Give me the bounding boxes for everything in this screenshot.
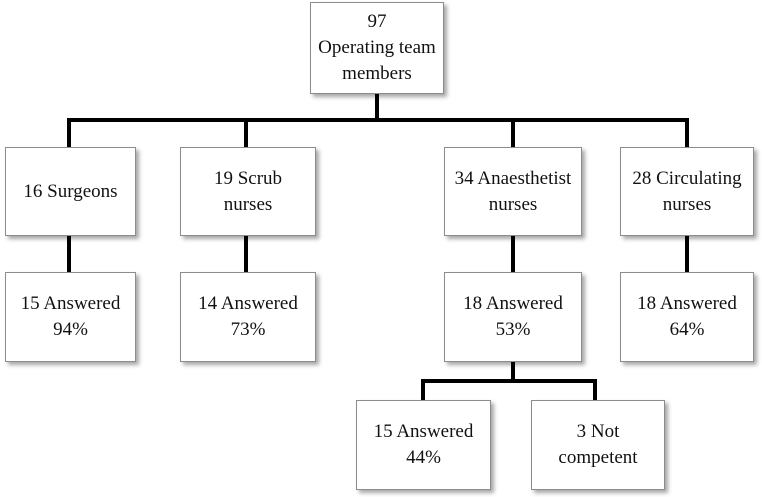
root-label-line1: Operating team xyxy=(318,37,436,58)
answered-box-scrub-nurses: 14 Answered 73% xyxy=(180,272,316,362)
sub-box-answered: 15 Answered 44% xyxy=(356,400,491,490)
answered-count: 18 Answered xyxy=(463,293,563,314)
connector-scrub-up xyxy=(244,118,248,148)
root-label-line2: members xyxy=(342,63,412,84)
root-box: 97 Operating team members xyxy=(310,2,444,94)
answered-percent: 73% xyxy=(230,319,266,340)
sub-box-not-competent: 3 Not competent xyxy=(531,400,665,490)
connector-level3-bar xyxy=(421,379,597,383)
answered-count: 14 Answered xyxy=(198,293,298,314)
group-box-anaesthetist-nurses: 34 Anaesthetist nurses xyxy=(444,147,582,236)
group-label: 16 Surgeons xyxy=(23,180,118,202)
connector-level1-bar xyxy=(67,118,689,122)
answered-box-circulating-nurses: 18 Answered 64% xyxy=(620,272,754,362)
connector-answered-up xyxy=(421,379,425,401)
connector-circulating-down xyxy=(685,236,689,273)
connector-surgeons-down xyxy=(67,236,71,273)
connector-circulating-up xyxy=(685,118,689,148)
answered-box-anaesthetist-nurses: 18 Answered 53% xyxy=(444,272,582,362)
group-label: 19 Scrub xyxy=(213,167,283,189)
connector-anaesthetist-up xyxy=(511,118,515,148)
answered-percent: 53% xyxy=(495,319,531,340)
connector-root-down xyxy=(375,94,379,120)
sub-answered-count: 15 Answered xyxy=(373,421,474,442)
answered-count: 15 Answered xyxy=(20,293,121,314)
group-box-circulating-nurses: 28 Circulating nurses xyxy=(620,147,754,236)
group-box-surgeons: 16 Surgeons xyxy=(5,147,136,236)
not-competent-label: competent xyxy=(558,447,638,468)
group-label: 28 Circulating xyxy=(632,167,742,189)
group-box-scrub-nurses: 19 Scrub nurses xyxy=(180,147,316,236)
not-competent-count: 3 Not xyxy=(576,421,620,442)
answered-box-surgeons: 15 Answered 94% xyxy=(5,272,136,362)
connector-not-competent-up xyxy=(593,379,597,401)
connector-anaesthetist-answered-down xyxy=(511,362,515,382)
connector-anaesthetist-down xyxy=(511,236,515,273)
sub-answered-percent: 44% xyxy=(406,447,441,468)
group-label: 34 Anaesthetist xyxy=(454,167,572,189)
connector-surgeons-up xyxy=(67,118,71,148)
answered-count: 18 Answered xyxy=(637,293,737,314)
group-label-line2: nurses xyxy=(662,193,712,215)
answered-percent: 64% xyxy=(669,319,705,340)
group-label-line2: nurses xyxy=(488,193,538,215)
connector-scrub-down xyxy=(244,236,248,273)
root-count: 97 xyxy=(367,11,387,32)
answered-percent: 94% xyxy=(53,319,88,340)
group-label-line2: nurses xyxy=(223,193,273,215)
